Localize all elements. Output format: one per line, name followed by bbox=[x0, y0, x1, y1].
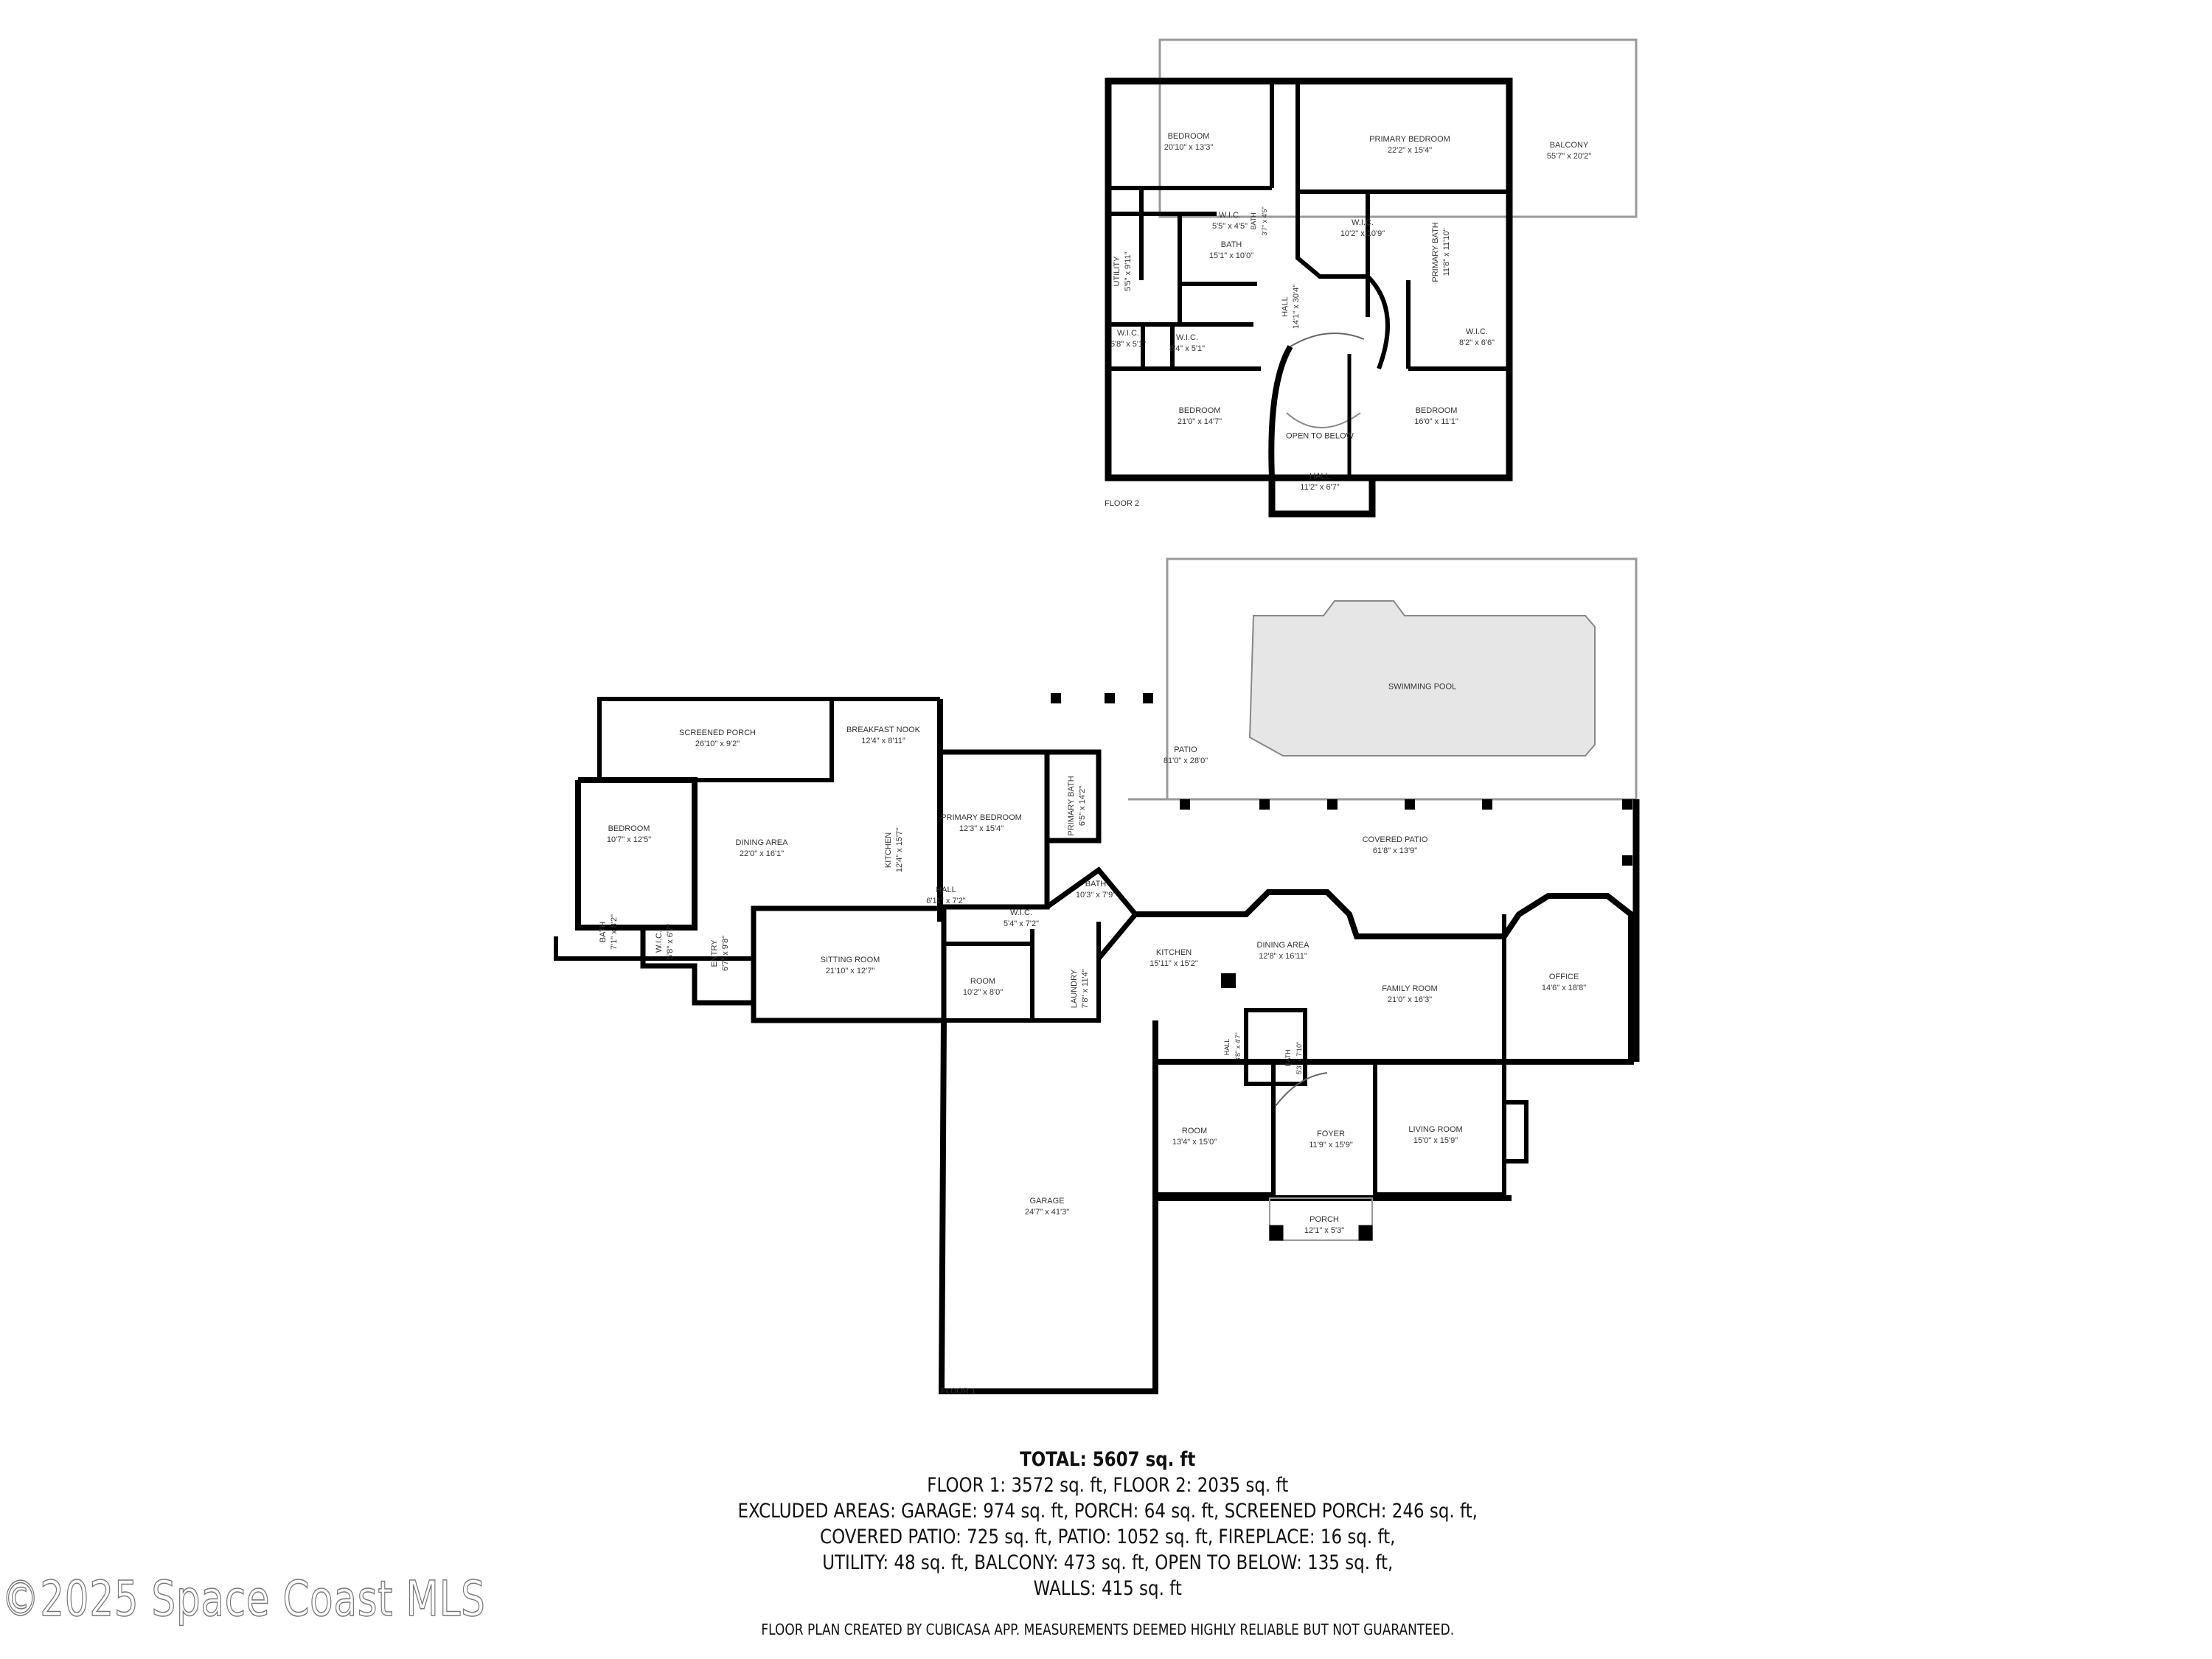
summary-line: WALLS: 415 sq. ft bbox=[1033, 1577, 1182, 1600]
total-area: TOTAL: 5607 sq. ft bbox=[1020, 1448, 1196, 1471]
swimming-pool bbox=[1248, 600, 1596, 757]
floor-2-label: FLOOR 2 bbox=[1105, 499, 1140, 508]
room-label-wic: W.I.C.5'5" x 4'5" bbox=[1211, 211, 1248, 231]
disclaimer: FLOOR PLAN CREATED BY CUBICASA APP. MEAS… bbox=[761, 1621, 1455, 1638]
summary-line: FLOOR 1: 3572 sq. ft, FLOOR 2: 2035 sq. … bbox=[927, 1474, 1289, 1497]
fireplace bbox=[1502, 1100, 1528, 1164]
floor-1-walls bbox=[554, 557, 1640, 1394]
room-label-wic: W.I.C.10'2" x 10'9" bbox=[1340, 218, 1385, 238]
room-label-open-to-below: OPEN TO BELOW bbox=[1286, 431, 1354, 441]
summary-line: EXCLUDED AREAS: GARAGE: 974 sq. ft, PORC… bbox=[737, 1500, 1478, 1523]
area-summary: TOTAL: 5607 sq. ft FLOOR 1: 3572 sq. ft,… bbox=[167, 1447, 2048, 1601]
room-label-swimming-pool: SWIMMING POOL bbox=[1388, 682, 1457, 692]
room-label-wic: W.I.C.8'2" x 6'6" bbox=[1458, 327, 1495, 347]
room-label-wic: W.I.C.5'8" x 6'7" bbox=[655, 923, 675, 960]
floor-1-label: FLOOR 1 bbox=[941, 1387, 976, 1396]
watermark: ©2025 Space Coast MLS bbox=[1, 1570, 486, 1628]
summary-line: UTILITY: 48 sq. ft, BALCONY: 473 sq. ft,… bbox=[822, 1551, 1394, 1574]
floor-2-walls bbox=[1105, 38, 1638, 518]
room-label-wic: W.I.C.8'4" x 5'1" bbox=[1169, 333, 1206, 353]
summary-line: COVERED PATIO: 725 sq. ft, PATIO: 1052 s… bbox=[820, 1526, 1396, 1548]
room-label-wic: W.I.C.5'4" x 7'2" bbox=[1003, 908, 1040, 928]
balcony-outline bbox=[1158, 38, 1638, 218]
room-label-wic: W.I.C.5'8" x 5'1" bbox=[1110, 329, 1147, 349]
